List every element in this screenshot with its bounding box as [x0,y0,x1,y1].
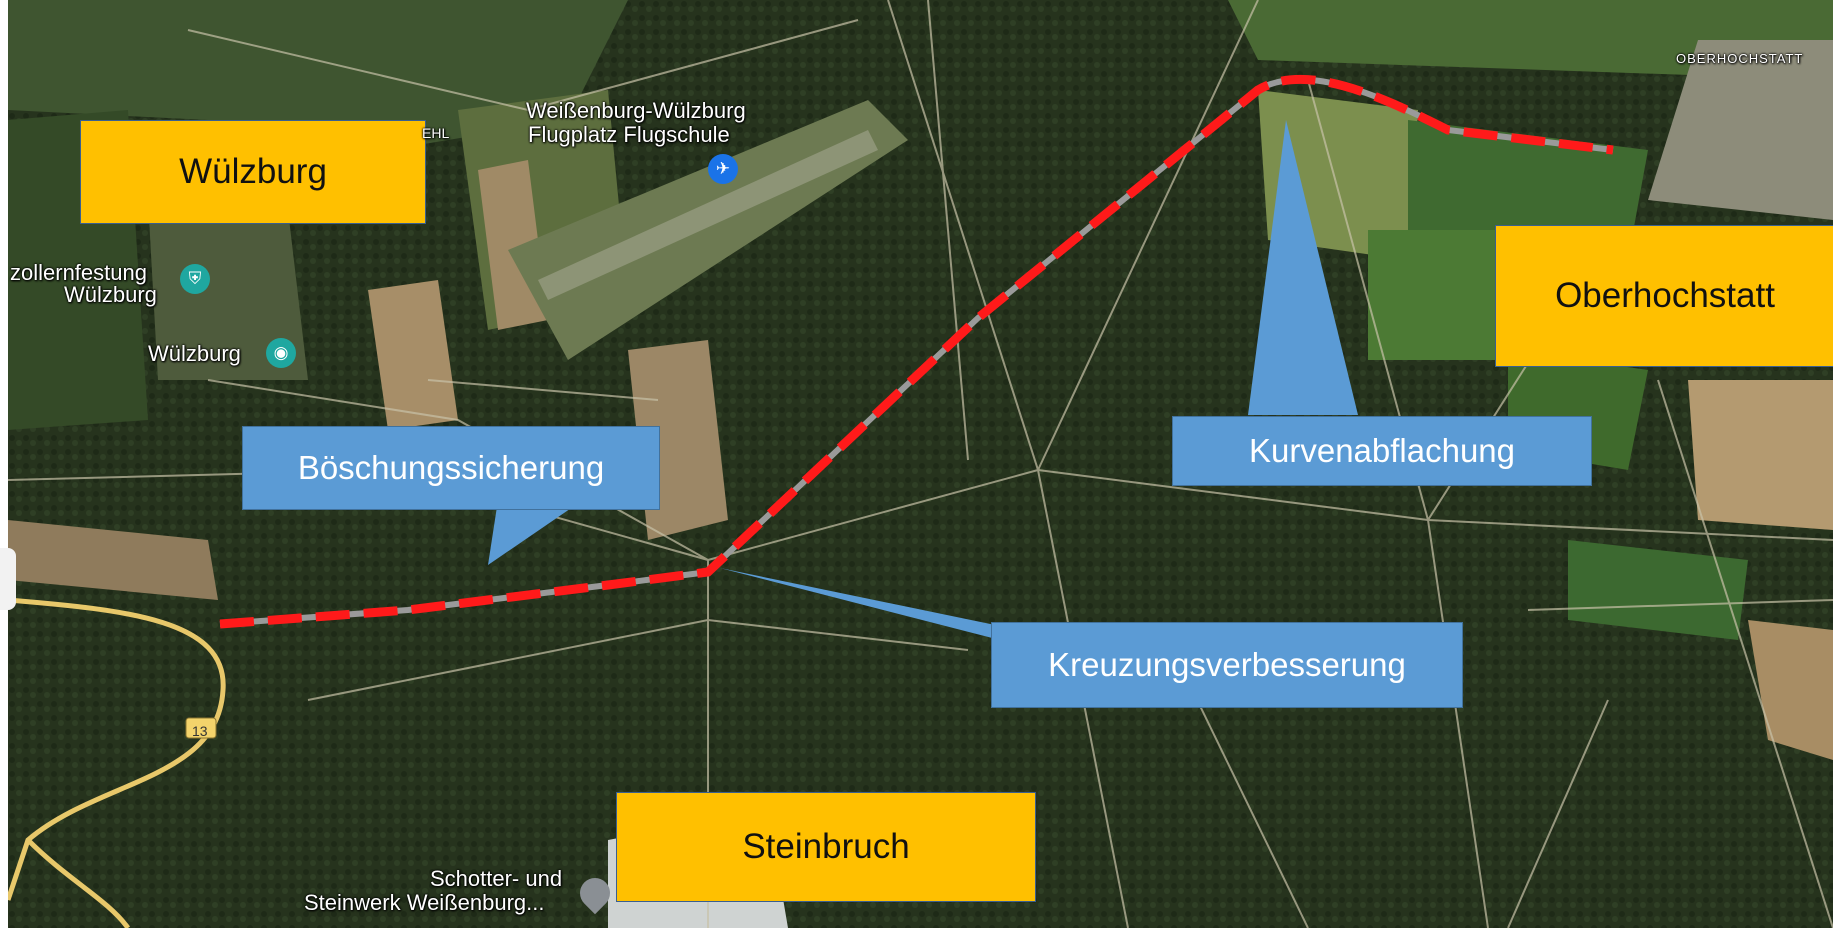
callout-boeschungssicherung: Böschungssicherung [242,426,660,510]
callout-kurvenabflachung: Kurvenabflachung [1172,416,1592,486]
quarry-label-line1: Schotter- und [430,866,563,891]
fortress-label-line1: zollernfestung [10,260,147,285]
place-label-steinbruch: Steinbruch [616,792,1036,902]
airplane-icon[interactable]: ✈ [708,154,738,184]
museum-icon[interactable]: ⛨ [180,264,210,294]
satellite-map[interactable]: 13 Wülzburg Oberhochstatt Steinbruch Bös… [8,0,1833,928]
airport-label-line2: Flugplatz Flugschule [528,122,730,147]
road-number-label: 13 [192,723,208,739]
callout-kreuzungsverbesserung: Kreuzungsverbesserung [991,622,1463,708]
village-label-fragment: EHL [422,125,450,141]
camera-icon[interactable]: ◉ [266,338,296,368]
airport-label-line1: Weißenburg-Wülzburg [526,98,746,123]
place-label-oberhochstatt: Oberhochstatt [1495,225,1833,367]
town-label-oberhochstatt: OBERHOCHSTATT [1676,51,1804,66]
place-label-wuelzburg: Wülzburg [80,120,426,224]
fortress-label-line2: Wülzburg [64,282,157,307]
side-panel-tab[interactable] [0,548,16,610]
wuelzburg-poi-label: Wülzburg [148,341,241,366]
quarry-label-line2: Steinwerk Weißenburg... [304,890,545,915]
